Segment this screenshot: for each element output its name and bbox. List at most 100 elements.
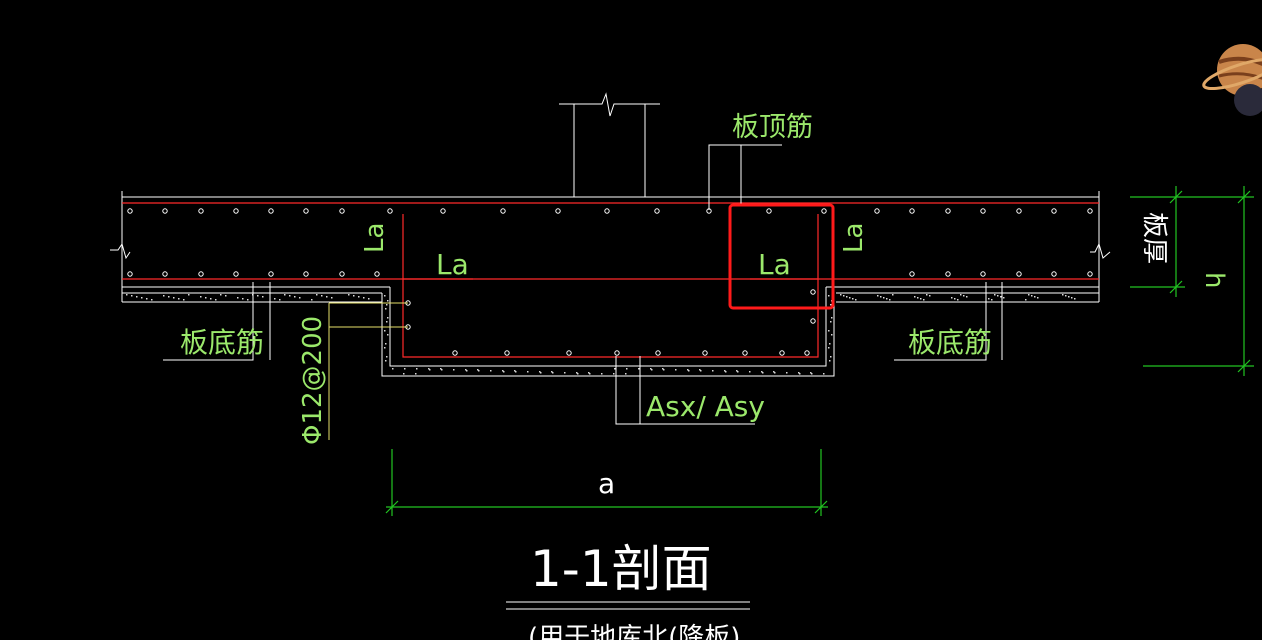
rebar-dot (374, 271, 380, 277)
hatch-speck (829, 360, 831, 362)
hatch-speck (299, 297, 301, 299)
rebar-dot (162, 208, 168, 214)
hatch-speck (279, 299, 281, 301)
hatch-speck (415, 373, 417, 375)
hatch-speck (880, 296, 882, 298)
rebar-dot (810, 318, 816, 324)
hatch-speck (761, 371, 763, 373)
hatch-speck (687, 369, 689, 371)
hatch-speck (220, 294, 222, 296)
hatch-speck (183, 299, 185, 301)
rebar-dot (1051, 271, 1057, 277)
hatch-speck (877, 295, 879, 297)
plate-bottom-bars-label-right: 板底筋 (908, 326, 992, 359)
hatch-speck (614, 368, 616, 370)
hatch-speck (920, 298, 922, 300)
hatch-speck (960, 294, 962, 296)
hatch-speck (737, 371, 739, 373)
hatch-speck (840, 294, 842, 296)
rebar-dot (504, 350, 510, 356)
hatch-speck (725, 371, 727, 373)
hatch-speck (991, 299, 993, 301)
hatch-speck (331, 297, 333, 299)
hatch-speck (1062, 294, 1064, 296)
hatch-speck (626, 368, 628, 370)
hatch-speck (994, 294, 996, 296)
rebar-dot (779, 350, 785, 356)
hatch-speck (453, 369, 455, 371)
hatch-speck (321, 295, 323, 297)
hatch-speck (131, 295, 133, 297)
hatch-speck (663, 369, 665, 371)
hatch-speck (284, 294, 286, 296)
hatch-speck (651, 369, 653, 371)
rebar-dot (339, 271, 345, 277)
bar-spec-label: Φ12@200 (298, 316, 328, 445)
section-title: 1-1剖面 (530, 540, 712, 598)
la-label-right-vertical: La (839, 223, 869, 253)
hatch-speck (829, 343, 831, 345)
rebar-dot (980, 271, 986, 277)
hatch-speck (688, 370, 690, 372)
hatch-speck (274, 298, 276, 300)
hatch-speck (163, 295, 165, 297)
hatch-speck (786, 372, 788, 374)
hatch-speck (1034, 296, 1036, 298)
hatch-speck (429, 369, 431, 371)
hatch-speck (564, 372, 566, 374)
hatch-speck (773, 371, 775, 373)
hatch-speck (849, 297, 851, 299)
planet-icon[interactable] (1201, 44, 1262, 116)
hatch-speck (552, 372, 554, 374)
hatch-speck (387, 300, 389, 302)
hatch-speck (384, 330, 386, 332)
rebar-dot (945, 208, 951, 214)
hatch-speck (385, 308, 387, 310)
hatch-speck (1025, 299, 1027, 301)
hatch-speck (988, 298, 990, 300)
hatch-speck (831, 317, 833, 319)
hatch-speck (503, 371, 505, 373)
hatch-speck (403, 373, 405, 375)
hatch-speck (1071, 297, 1073, 299)
rebar-dot (1016, 271, 1022, 277)
hatch-speck (588, 372, 590, 374)
column-stub (559, 92, 660, 197)
rebar-dot (1016, 208, 1022, 214)
hatch-speck (997, 295, 999, 297)
hatch-speck (173, 297, 175, 299)
hatch-speck (1074, 298, 1076, 300)
hatch-speck (810, 372, 812, 374)
rebar-dot (233, 208, 239, 214)
hatch-speck (326, 296, 328, 298)
hatch-speck (662, 368, 664, 370)
hatch-speck (736, 370, 738, 372)
hatch-speck (178, 298, 180, 300)
hatch-speck (963, 295, 965, 297)
rebar-dot (742, 350, 748, 356)
hatch-speck (386, 304, 388, 306)
hatch-speck (368, 298, 370, 300)
hatch-speck (830, 321, 832, 323)
hatch-speck (1037, 297, 1039, 299)
hatch-speck (289, 295, 291, 297)
hatch-speck (675, 369, 677, 371)
hatch-speck (1031, 295, 1033, 297)
hatch-speck (387, 334, 389, 336)
rebar-dot (198, 271, 204, 277)
hatch-speck (141, 297, 143, 299)
bottom-bar-leaders (163, 282, 1003, 361)
hatch-speck (210, 298, 212, 300)
rebar-dot (233, 271, 239, 277)
hatch-speck (540, 372, 542, 374)
rebar-dot (268, 271, 274, 277)
rebar-dot (766, 208, 772, 214)
asx-asy-label: Asx/ Asy (646, 390, 765, 423)
hatch-speck (200, 296, 202, 298)
hatch-speck (625, 373, 627, 375)
hatch-speck (811, 373, 813, 375)
hatch-speck (490, 370, 492, 372)
hatch-speck (477, 369, 479, 371)
hatch-speck (823, 373, 825, 375)
